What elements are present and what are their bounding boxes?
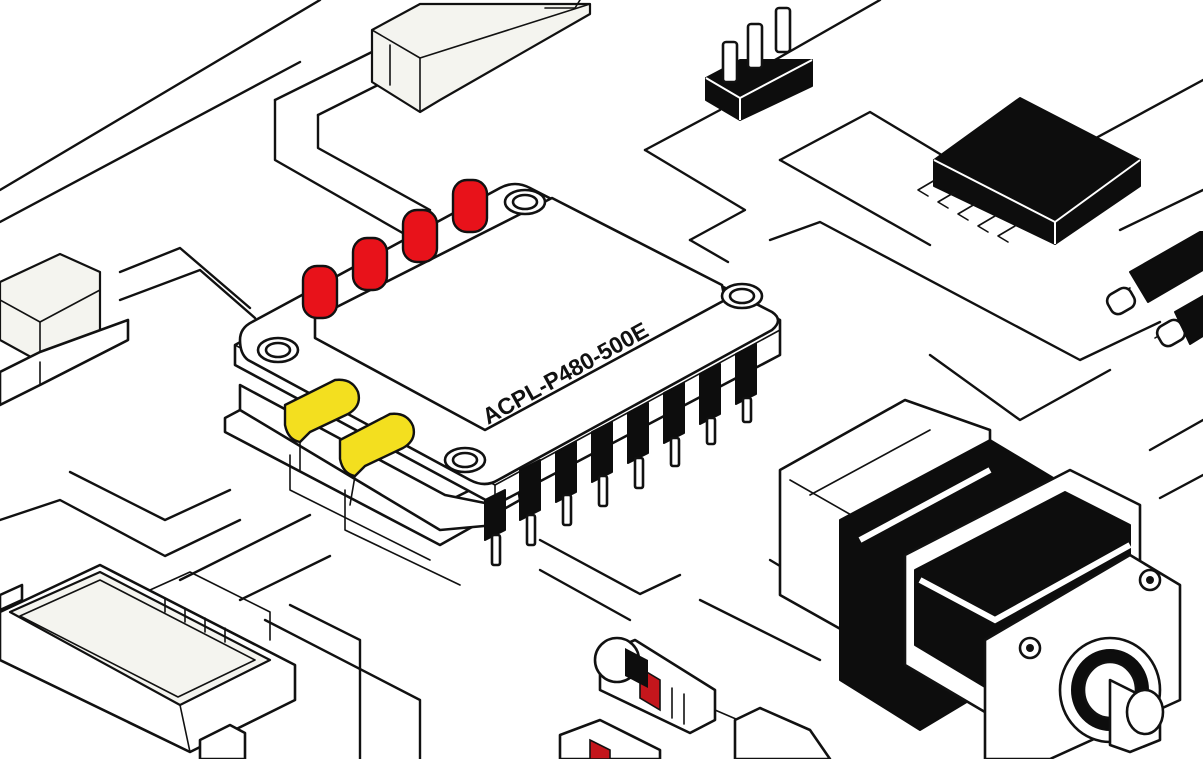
resistor-icon-2	[558, 718, 662, 759]
resistor-icon	[593, 636, 832, 759]
red-led-icon	[301, 178, 489, 320]
soic-chip-icon	[917, 97, 1141, 245]
diode-icon	[1105, 231, 1203, 348]
switch-module-icon	[370, 0, 592, 114]
yellow-led-icon	[283, 378, 461, 586]
stepper-motor-icon	[778, 398, 1182, 759]
sensor-module-icon	[0, 563, 297, 759]
pin-header-icon	[705, 6, 813, 121]
chip-pins	[484, 343, 757, 567]
relay-module-icon	[0, 252, 130, 407]
